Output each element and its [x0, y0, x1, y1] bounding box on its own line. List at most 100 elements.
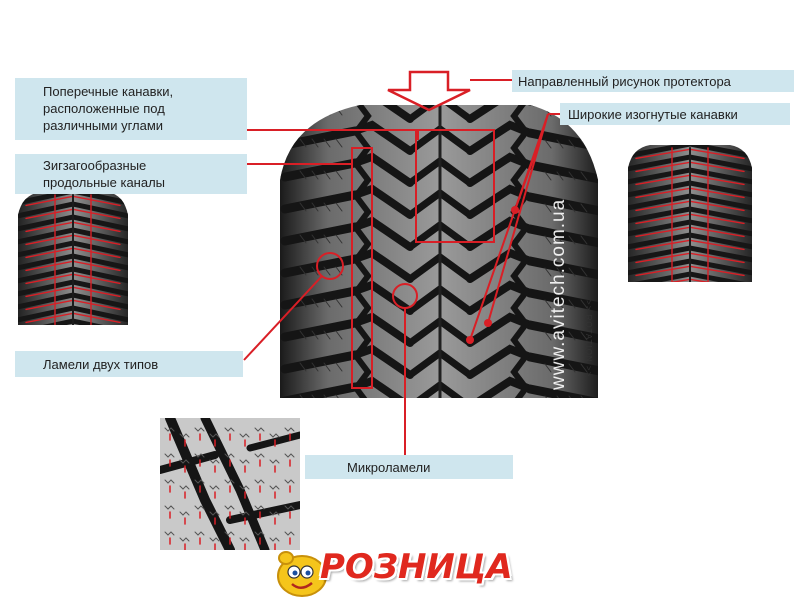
- tread-sipe: [299, 170, 307, 180]
- tread-groove: [525, 192, 598, 216]
- inset-sipe: [224, 531, 235, 536]
- inset-sipe: [209, 511, 220, 516]
- inset-sipe: [284, 427, 295, 432]
- tread-sipe: [335, 362, 343, 372]
- tread-sipe: [544, 331, 552, 341]
- tread-sipe: [299, 394, 307, 398]
- inset-sipe: [284, 453, 295, 458]
- tread-sipe: [335, 170, 343, 180]
- inset-sipe: [194, 453, 205, 458]
- tread-sipe: [323, 234, 331, 244]
- inset-sipe: [179, 511, 190, 516]
- watermark-text: www.avitech.com.ua: [548, 198, 569, 390]
- tread-sipe: [311, 202, 319, 212]
- tread-sipe: [568, 395, 576, 398]
- label-transverse-grooves: Поперечные канавки, расположенные под ра…: [15, 78, 247, 140]
- tread-sipe: [580, 171, 588, 181]
- inset-sipe: [284, 479, 295, 484]
- label-microsipes: Микроламели: [305, 455, 513, 479]
- tread-groove: [280, 382, 360, 398]
- inset-sipe: [179, 433, 190, 438]
- microsipe-inset: [160, 418, 300, 550]
- inset-sipe: [224, 427, 235, 432]
- tread-sipe: [323, 298, 331, 308]
- inset-sipe: [254, 453, 265, 458]
- tread-sipe: [323, 330, 331, 340]
- tread-groove: [280, 126, 360, 150]
- tread-groove: [280, 222, 360, 246]
- tread-sipe: [568, 139, 576, 149]
- tread-groove: [351, 105, 414, 123]
- tread-sipe: [580, 299, 588, 309]
- inset-sipe: [269, 459, 280, 464]
- label-wide-curved-grooves: Широкие изогнутые канавки: [560, 103, 790, 125]
- inset-sipe: [179, 459, 190, 464]
- tread-groove: [628, 145, 752, 159]
- inset-sipe: [164, 505, 175, 510]
- logo-wordmark: РОЗНИЦА: [320, 547, 513, 587]
- inset-groove: [226, 501, 300, 524]
- inset-sipe: [179, 485, 190, 490]
- tread-groove: [525, 256, 598, 280]
- tread-sipe: [556, 171, 564, 181]
- tread-sipe: [335, 394, 343, 398]
- tread-sipe: [335, 202, 343, 212]
- tread-groove: [280, 350, 360, 374]
- tread-sipe: [544, 203, 552, 213]
- left-tire-thumbnail: [18, 192, 128, 325]
- label-directional-tread: Направленный рисунок протектора: [512, 70, 794, 92]
- inset-sipe: [239, 433, 250, 438]
- tread-sipe: [335, 138, 343, 148]
- tread-sipe: [323, 394, 331, 398]
- inset-sipe: [239, 485, 250, 490]
- label-directional-text: Направленный рисунок протектора: [518, 74, 731, 89]
- tread-sipe: [311, 234, 319, 244]
- inset-sipe: [269, 433, 280, 438]
- tread-groove: [18, 192, 128, 206]
- tread-sipe: [544, 139, 552, 149]
- tread-sipe: [568, 171, 576, 181]
- inset-sipe: [164, 453, 175, 458]
- tread-sipe: [556, 331, 564, 341]
- inset-sipe: [209, 485, 220, 490]
- tread-sipe: [568, 235, 576, 245]
- tread-sipe: [568, 331, 576, 341]
- tread-sipe: [323, 170, 331, 180]
- tread-sipe: [544, 395, 552, 398]
- label-zigzag-channels: Зигзагообразные продольные каналы: [15, 154, 247, 194]
- tread-sipe: [568, 363, 576, 373]
- tread-sipe: [544, 235, 552, 245]
- inset-sipe: [194, 427, 205, 432]
- inset-sipe: [194, 505, 205, 510]
- inset-sipe: [239, 537, 250, 542]
- inset-groove: [200, 418, 270, 550]
- tread-groove: [280, 190, 360, 214]
- tread-sipe: [323, 202, 331, 212]
- tread-groove: [525, 320, 598, 344]
- tread-sipe: [568, 299, 576, 309]
- tread-groove: [525, 384, 598, 398]
- inset-sipe: [164, 427, 175, 432]
- tread-groove: [280, 318, 360, 342]
- tread-groove: [280, 254, 360, 278]
- inset-sipe: [179, 537, 190, 542]
- rotation-mark: >> ROTATION >>: [584, 300, 593, 378]
- tread-sipe: [335, 298, 343, 308]
- tread-sipe: [335, 330, 343, 340]
- tread-groove: [525, 288, 598, 312]
- label-transverse-line1: Поперечные канавки,: [43, 84, 174, 99]
- tread-sipe: [323, 362, 331, 372]
- tread-sipe: [580, 267, 588, 277]
- inset-sipe: [284, 531, 295, 536]
- direction-arrow-icon: [387, 70, 471, 112]
- tread-groove: [466, 105, 534, 123]
- tread-sipe: [311, 362, 319, 372]
- inset-sipe: [239, 459, 250, 464]
- inset-sipe: [224, 505, 235, 510]
- tread-sipe: [556, 299, 564, 309]
- tread-sipe: [299, 266, 307, 276]
- label-transverse-line2: расположенные под: [43, 101, 165, 116]
- inset-sipe: [164, 531, 175, 536]
- tread-groove: [525, 160, 598, 184]
- tread-sipe: [568, 267, 576, 277]
